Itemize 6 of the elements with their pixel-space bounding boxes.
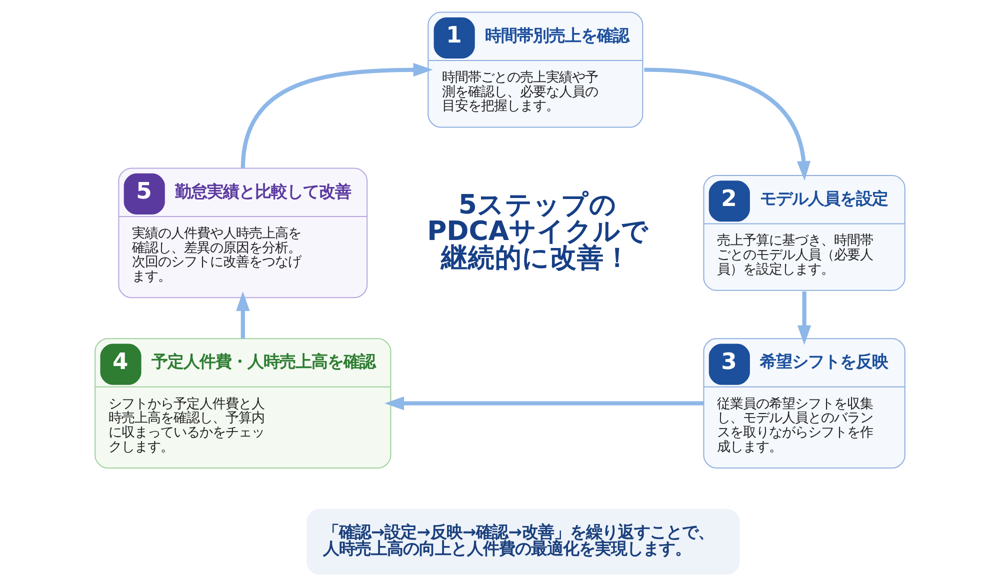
arrow xyxy=(797,291,812,345)
label: 5ステップのPDCAサイクルで継続的に改善！ xyxy=(427,189,650,274)
arrow xyxy=(236,291,250,339)
arrow xyxy=(644,68,811,181)
arrow xyxy=(240,62,433,168)
arrow xyxy=(384,396,704,410)
